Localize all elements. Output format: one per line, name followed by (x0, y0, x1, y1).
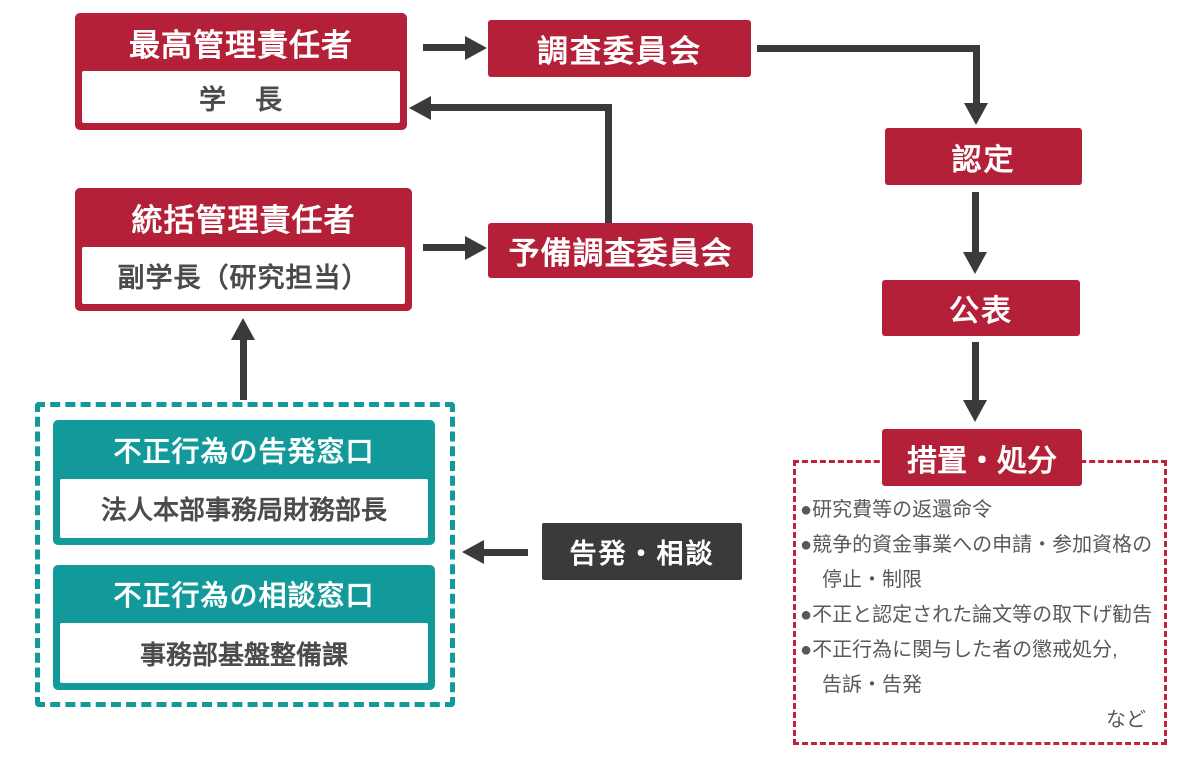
whistleblowing-desk-box: 不正行為の告発窓口 法人本部事務局財務部長 (53, 420, 435, 545)
publication-box: 公表 (882, 280, 1080, 336)
chief-officer-title: 最高管理責任者 (129, 27, 353, 63)
report-consult-box: 告発・相談 (542, 523, 742, 580)
arrow-head-down-icon (963, 252, 987, 274)
arrow-shaft (423, 244, 466, 251)
arrow-shaft (605, 104, 612, 223)
arrow-shaft (240, 338, 247, 400)
arrow-head-right-icon (465, 236, 487, 260)
arrow-shaft (972, 342, 979, 402)
measures-detail-container (793, 460, 1167, 745)
chief-officer-value: 学 長 (82, 71, 400, 123)
supervising-officer-box: 統括管理責任者 副学長（研究担当） (75, 188, 412, 311)
arrow-head-down-icon (963, 400, 987, 422)
arrow-head-up-icon (231, 318, 255, 340)
arrow-head-left-icon (462, 540, 484, 564)
whistleblowing-desk-title: 不正行為の告発窓口 (113, 435, 375, 467)
arrow-shaft (423, 44, 466, 51)
chief-officer-box: 最高管理責任者 学 長 (75, 13, 407, 130)
arrow-shaft (430, 104, 612, 111)
supervising-officer-value: 副学長（研究担当） (82, 247, 405, 304)
measures-box: 措置・処分 (882, 429, 1082, 486)
supervising-officer-title: 統括管理責任者 (131, 203, 356, 238)
measure-item-continuation: 停止・制限 (822, 569, 922, 591)
whistleblowing-desk-value: 法人本部事務局財務部長 (60, 479, 428, 538)
measure-item-continuation: 告訴・告発 (822, 674, 922, 696)
consultation-desk-value: 事務部基盤整備課 (60, 623, 428, 683)
measures-etc-label: など (1106, 709, 1146, 731)
measure-item: ●研究費等の返還命令 (800, 499, 993, 521)
measure-item: ●不正と認定された論文等の取下げ勧告 (800, 604, 1153, 626)
certification-box: 認定 (885, 128, 1082, 185)
arrow-shaft (483, 549, 528, 556)
arrow-shaft (972, 192, 979, 254)
arrow-head-left-icon (409, 96, 431, 120)
consultation-desk-box: 不正行為の相談窓口 事務部基盤整備課 (53, 565, 435, 690)
consultation-desk-title: 不正行為の相談窓口 (113, 580, 375, 611)
arrow-head-down-icon (964, 103, 988, 125)
measure-item: ●競争的資金事業への申請・参加資格の (800, 534, 1153, 556)
contact-desks-container (35, 402, 455, 707)
measures-detail-list: ●研究費等の返還命令 ●競争的資金事業への申請・参加資格の 停止・制限 ●不正と… (800, 493, 1162, 738)
measure-item: ●不正行為に関与した者の懲戒処分, (800, 639, 1118, 661)
arrow-head-right-icon (465, 36, 487, 60)
arrow-shaft (973, 45, 980, 105)
investigation-committee-box: 調査委員会 (488, 20, 751, 77)
preliminary-committee-box: 予備調査委員会 (488, 223, 753, 278)
arrow-shaft (757, 45, 980, 52)
